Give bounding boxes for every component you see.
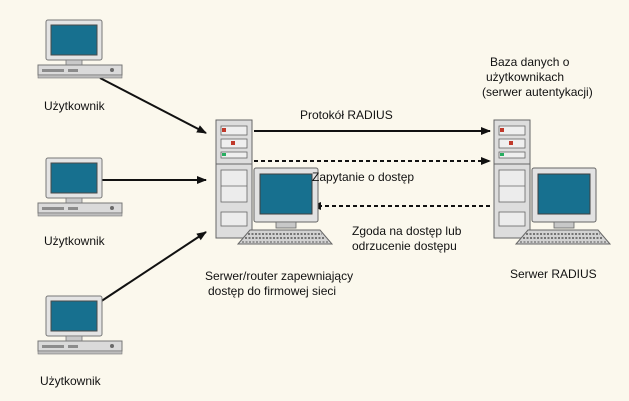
user-label-1: Użytkownik: [44, 99, 106, 113]
access-server-label-line1: Serwer/router zapewniający: [205, 269, 353, 283]
database-label-line1: Baza danych o: [490, 55, 570, 69]
user1-link: [99, 77, 207, 134]
radius-server-icon: [493, 119, 611, 245]
database-label-line3: (serwer autentykacji): [482, 85, 593, 99]
user-label-3: Użytkownik: [40, 374, 102, 388]
response-label-line2: odrzucenie dostępu: [352, 239, 457, 253]
request-label: Zapytanie o dostęp: [312, 170, 414, 184]
radius-server-label: Serwer RADIUS: [510, 267, 597, 281]
database-label-line2: użytkownikach: [486, 70, 564, 84]
response-label-line1: Zgoda na dostęp lub: [352, 224, 462, 238]
user-computer-2: [37, 157, 123, 217]
user-computer-3: [37, 295, 123, 355]
protocol-label: Protokół RADIUS: [300, 108, 393, 122]
user-label-2: Użytkownik: [44, 234, 106, 248]
user3-link: [99, 231, 207, 303]
user-computer-1: [37, 19, 123, 79]
access-server-label-line2: dostęp do firmowej sieci: [208, 284, 336, 298]
